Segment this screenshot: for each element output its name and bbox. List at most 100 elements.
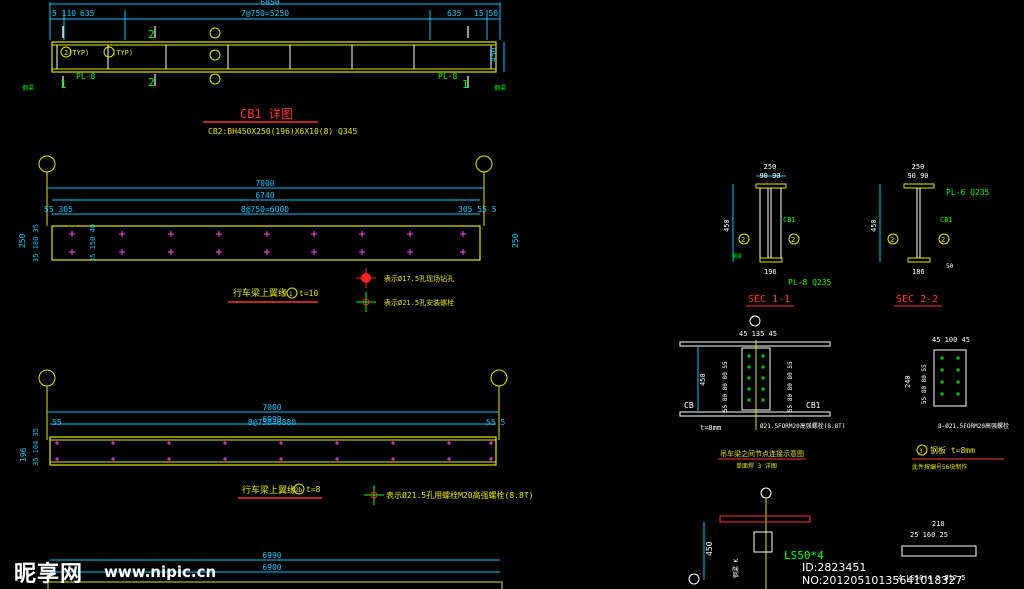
cb1-height: 450 — [489, 47, 498, 62]
plate2-thickness: t=8 — [306, 485, 321, 494]
section-2-2: 250 90 90 450 2 2 PL-6 Q235 CB1 186 50 S… — [870, 163, 990, 307]
plate2-title: 行车梁上翼缘 — [242, 484, 296, 496]
bottom-height: 450 — [705, 541, 714, 556]
joint-bolt-note: Ø21.5FORM20高强螺栓(8.8T) — [760, 422, 845, 430]
plate1-legend-2: 表示Ø21.5孔安装螺栓 — [384, 298, 454, 307]
bottom-details: 450 钢梁 K LS50*4 210 25 160 25 4 LS50*4 2… — [688, 487, 977, 589]
sec2-width-2: 90 90 — [907, 172, 928, 180]
plate1-height-left-2: 35 180 35 — [32, 224, 40, 262]
plate1-tag: 1 — [289, 291, 293, 298]
cb1-dim-5: 15 50 — [474, 9, 498, 18]
joint-sub: 单面焊 3 详图 — [736, 462, 777, 470]
plate1-height-left-3: 35 150 40 — [89, 224, 97, 262]
bottom-w2: 25 160 25 — [910, 531, 948, 539]
plate2-dim-left: 55 — [52, 418, 62, 427]
cb1-spec: CB2:BH450X250(196)X6X10(8) Q345 — [208, 127, 357, 136]
sec1-height: 450 — [723, 219, 731, 232]
plate4-note: 此件按编号56块制作 — [912, 463, 967, 471]
plate2-plan: 7000 6990 55 8@750=6880 55 5 196 35 104 … — [19, 369, 533, 505]
sec2-width: 250 — [912, 163, 925, 171]
plate2-inner: 6990 — [262, 415, 281, 424]
plate3-dim-1: 6990 — [262, 551, 281, 560]
cb1-title: CB1 详图 — [240, 106, 293, 121]
sec2-title: SEC 2-2 — [896, 294, 938, 305]
sec1-width: 250 — [764, 163, 777, 171]
plate1-height-right: 250 — [511, 233, 520, 248]
plate2-height-left-2: 35 104 35 — [32, 428, 40, 466]
plate1-height-left: 250 — [18, 233, 27, 248]
joint-dims-l: 55 80 80 80 55 — [722, 361, 729, 412]
plate3-dim-2: 6900 — [262, 563, 281, 572]
cb1-dim-4: 635 — [447, 9, 462, 18]
plate4-top-dims: 45 100 45 — [932, 336, 970, 344]
cb1-section-mark-1b: 1 — [462, 78, 469, 91]
joint-cb: CB — [684, 401, 694, 410]
cb1-tag-1: 2(TYP) — [64, 49, 89, 57]
cb1-section-mark-1a: 1 — [60, 78, 67, 91]
sec2-bubble-r: 2 — [941, 236, 945, 244]
watermark-url: www.nipic.cn — [104, 563, 217, 581]
bottom-k: 钢梁 K — [732, 558, 740, 578]
sec1-bubble-r: 2 — [791, 236, 795, 244]
sec1-label: 钢梁 — [732, 253, 742, 260]
plate4-detail: 45 100 45 240 55 80 80 55 8-Ø21.5FORM20高… — [904, 336, 1009, 471]
plate1-dim-right: 305 55 5 — [458, 205, 497, 214]
bottom-w: 210 — [932, 520, 945, 528]
sec2-cb: CB1 — [940, 216, 953, 224]
cb1-tag-2: (TYP) — [112, 49, 133, 57]
cb1-pl-right: PL-8 — [438, 72, 457, 81]
plate4-dims: 55 80 80 55 — [921, 364, 928, 404]
joint-dims-r: 55 80 80 80 55 — [787, 361, 794, 412]
cb1-dim-2: 635 — [80, 9, 95, 18]
sec2-height: 450 — [870, 219, 878, 232]
plate1-bolt-holes — [69, 231, 466, 255]
plate2-total: 7000 — [262, 403, 281, 412]
plate1-dim-mid: 8@750=6000 — [241, 205, 289, 214]
sec1-width-2: 90 90 — [759, 172, 780, 180]
plate1-title: 行车梁上翼缘 — [233, 287, 287, 299]
sec2-d: 50 — [946, 263, 954, 270]
plate4-bolt: 8-Ø21.5FORM20高强螺栓 — [938, 422, 1009, 430]
plate2-dim-right: 55 5 — [486, 418, 505, 427]
sec1-bottom: 196 — [764, 268, 777, 276]
joint-height: 450 — [699, 373, 707, 386]
plate1-total: 7000 — [255, 179, 274, 188]
cb1-label-right: 钢梁 — [494, 84, 506, 92]
cb1-dim-1: 5 110 — [52, 9, 76, 18]
plate1-legend-1: 表示Ø17.5孔现场钻孔 — [384, 274, 454, 283]
cb1-dim-3: 7@750=5250 — [241, 9, 289, 18]
section-1-1: 250 90 90 450 2 2 CB1 196 PL-8 Q235 钢梁 S… — [723, 163, 832, 307]
plate1-thickness: t=10 — [299, 289, 318, 298]
plate3-plan: 6990 6900 — [47, 551, 503, 589]
cb1-section-mark-2a: 2 — [148, 28, 155, 41]
cb1-pl-left: PL-8 — [76, 72, 95, 81]
cb1-total-dim: 6850 — [260, 0, 279, 7]
watermark-id: ID:2823451 NO:20120510135641018327 — [802, 561, 963, 587]
plate2-legend: 表示Ø21.5孔用螺栓M20高强螺栓(8.8T) — [386, 490, 533, 500]
bottom-ls2: 4 LS50*4 2-Ø17.5 — [898, 574, 965, 582]
joint-cb1: CB1 — [806, 401, 821, 410]
plate4-height: 240 — [904, 375, 912, 388]
cb1-label-left: 钢梁 — [22, 84, 34, 92]
sec2-bubble-l: 2 — [890, 236, 894, 244]
cb1-section-mark-2b: 2 — [148, 76, 155, 89]
watermark-logo: 昵享网 — [14, 562, 84, 587]
plate2-height-left: 196 — [19, 447, 28, 462]
joint-bolts — [747, 354, 765, 402]
plate4-tag: 3 — [919, 448, 923, 455]
plate1-plan: 7000 6740 55 305 8@750=6000 305 55 5 250… — [18, 155, 520, 312]
bottom-ls: LS50*4 — [784, 549, 824, 562]
joint-top-dims: 45 135 45 — [739, 330, 777, 338]
plate2-tag: 2b — [295, 487, 303, 494]
plate1-dim-left: 55 305 — [44, 205, 73, 214]
sec1-bubble-l: 2 — [741, 236, 745, 244]
plate4-bolts — [940, 356, 960, 396]
plate2-bolt-holes — [55, 441, 493, 461]
joint-title: 吊车梁之间节点连接示意图 — [720, 449, 804, 458]
plate4-thickness: 钢板 t=8mm — [930, 445, 975, 455]
plate2-dim-mid: 8@750=6880 — [248, 418, 296, 427]
joint-detail: 45 135 45 450 55 80 80 80 55 55 80 80 80… — [679, 315, 845, 470]
sec1-cb: CB1 — [783, 216, 796, 224]
sec1-title: SEC 1-1 — [748, 294, 790, 305]
